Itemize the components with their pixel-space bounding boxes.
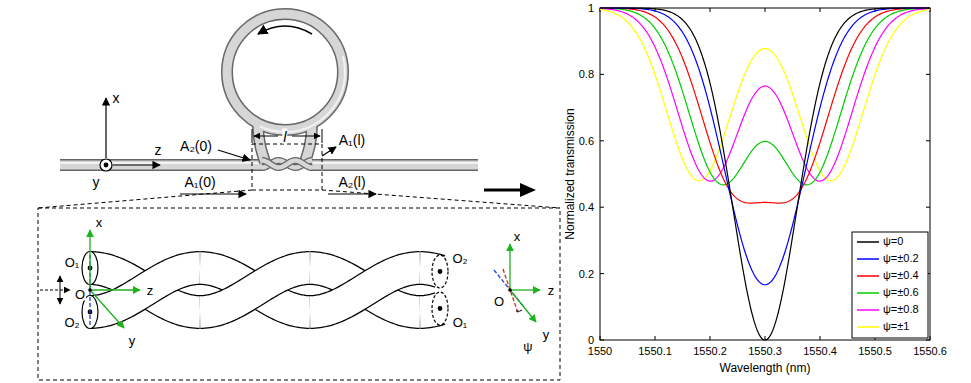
coupler-strand (262, 161, 312, 168)
transmission-curve (600, 9, 930, 180)
coupler-strand (262, 161, 312, 168)
twisted-fibers (90, 268, 440, 312)
figure-label: z (146, 284, 155, 297)
legend-sample (857, 275, 879, 277)
axis-label: 0.4 (578, 202, 595, 213)
fiber-segment (200, 268, 310, 312)
axis-label: 1550.5 (857, 346, 893, 357)
ring-resonator (225, 12, 345, 162)
fiber-segment (310, 268, 420, 312)
axis-label: Wavelength (nm) (719, 362, 812, 374)
transmission-curve (600, 8, 930, 181)
figure-label: y (542, 328, 551, 341)
inset-axes-left (40, 230, 140, 328)
axis-label: Normalized transmission (564, 107, 576, 240)
coupler-strand (262, 161, 312, 168)
legend-sample (857, 292, 879, 294)
fiber-segment (310, 268, 420, 312)
figure-label: y (128, 334, 137, 347)
axis-label: 1550.1 (637, 346, 673, 357)
legend-entry: ψ=±0.6 (883, 287, 919, 298)
figure-label: O (493, 295, 505, 308)
figure-label: O₂ (63, 316, 80, 329)
axis-label: 1550.4 (802, 346, 838, 357)
transmission-curve (600, 8, 930, 203)
figure-label: A₂(0) (179, 139, 213, 153)
axis-label: 0.6 (578, 135, 595, 146)
zoom-inset (38, 190, 560, 380)
coordinate-axes (100, 98, 160, 171)
transmission-curve (600, 8, 930, 340)
figure-label: O₁ (64, 256, 81, 269)
legend-sample (857, 309, 879, 311)
transmission-curve (600, 8, 930, 185)
axis-label: 1550.6 (912, 346, 948, 357)
output-arrow (484, 183, 536, 197)
axis-label: 0.8 (578, 69, 595, 80)
inset-axes-right (494, 244, 540, 322)
legend-sample (857, 258, 879, 260)
fiber-segment (200, 268, 310, 312)
fiber-segment (200, 268, 310, 312)
figure-label: x (112, 91, 121, 105)
fiber-segment (310, 268, 420, 312)
legend-entry: ψ=±0.2 (883, 253, 919, 264)
fiber-end-faces (82, 252, 448, 329)
axis-label: 0 (587, 335, 595, 346)
legend-entry: ψ=0 (883, 236, 903, 247)
fiber-segment (200, 268, 310, 312)
coupler-strand (262, 161, 312, 168)
legend-entry: ψ=±0.4 (883, 270, 919, 281)
figure-label: A₂(l) (337, 175, 366, 189)
figure-label: ψ (522, 340, 533, 353)
twisted-coupler (262, 161, 312, 168)
figure-label: A₁(l) (338, 133, 367, 147)
figure-label: O₁ (452, 316, 469, 329)
fiber-segment (90, 268, 200, 312)
legend-box (852, 232, 928, 338)
figure-label: z (154, 143, 163, 157)
figure-label: O (74, 288, 86, 301)
legend-sample (857, 241, 879, 243)
fiber-segment (310, 268, 420, 312)
axis-label: 1550 (587, 346, 613, 357)
legend-entry: ψ=±0.8 (883, 304, 919, 315)
axis-label: 1550.3 (747, 346, 783, 357)
figure-label: x (95, 216, 104, 229)
fiber-segment (90, 268, 200, 312)
axis-label: 1 (587, 3, 595, 14)
legend-sample (857, 326, 879, 328)
figure-label: A₁(0) (183, 175, 216, 189)
figure-label: z (547, 284, 556, 297)
coupler-box (252, 144, 322, 190)
fiber-segment (90, 268, 200, 312)
circulation-arrow (258, 26, 312, 34)
figure-label: y (92, 175, 101, 189)
transmission-chart (600, 8, 930, 340)
field-arrows (180, 147, 376, 194)
figure-label: x (513, 230, 522, 243)
figure-label: O₂ (451, 252, 468, 265)
figure-label: l (282, 129, 287, 144)
axis-label: 1550.2 (692, 346, 728, 357)
fiber-segment (90, 268, 200, 312)
length-dimension (252, 129, 322, 143)
legend-entry: ψ=±1 (883, 321, 909, 332)
axis-label: 0.2 (578, 268, 595, 279)
